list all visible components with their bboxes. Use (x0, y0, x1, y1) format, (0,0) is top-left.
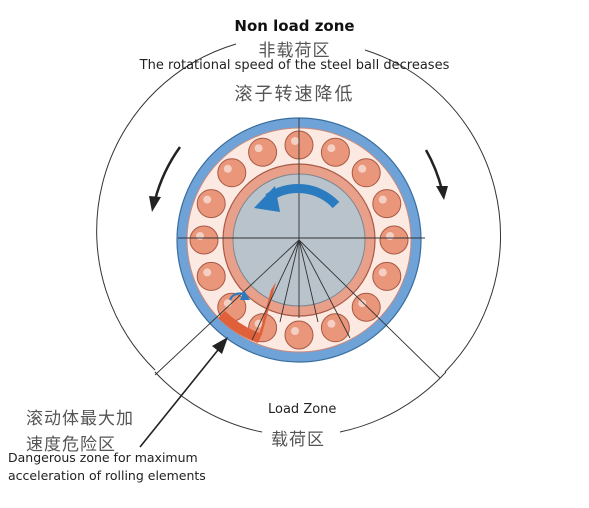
bottom-left-arc (154, 371, 263, 433)
bottom-right-arc (339, 371, 447, 433)
right-direction-arrow-shaft (424, 149, 444, 191)
load-zone-label: Load Zone (268, 402, 337, 417)
shaft-rotation-arrow (254, 184, 340, 212)
outer-direction-arcs (96, 43, 502, 433)
speed-decrease-label: The rotational speed of the steel ball d… (139, 58, 450, 73)
rolling-ball (351, 292, 381, 322)
speed-decrease-label-zh: 滚子转速降低 (234, 84, 355, 105)
rolling-ball-highlight (378, 195, 387, 204)
rolling-ball (320, 313, 350, 343)
danger-zone-label-line2: acceleration of rolling elements (8, 468, 206, 483)
load-line-right-inner (298, 239, 351, 339)
ball-spin-arrow (228, 290, 250, 301)
rolling-ball-highlight (291, 327, 299, 335)
load-zone-label-zh: 载荷区 (271, 430, 325, 450)
danger-pointer-arrow (139, 337, 228, 448)
rolling-ball (320, 137, 350, 167)
danger-zone-label-zh-line1: 滚动体最大加 (26, 409, 134, 429)
rolling-ball (372, 189, 402, 219)
left-direction-arrow-shaft (153, 146, 182, 201)
load-line-center-right (298, 239, 319, 323)
center-crosshair (178, 118, 425, 318)
danger-zone-label-line1: Dangerous zone for maximum (8, 450, 198, 465)
rotation-direction-arrows (149, 146, 448, 212)
rolling-ball (196, 189, 226, 219)
rolling-ball (351, 158, 381, 188)
rolling-ball (379, 225, 409, 255)
rolling-ball-highlight (223, 299, 232, 308)
rolling-ball-highlight (196, 232, 204, 240)
rolling-ball-highlight (203, 268, 212, 277)
danger-zone-side (257, 282, 276, 343)
rolling-ball-highlight (254, 144, 263, 153)
rolling-ball-highlight (386, 232, 394, 240)
right-outer-arc (364, 49, 502, 373)
rolling-ball (284, 320, 314, 350)
rolling-ball-highlight (327, 319, 336, 328)
right-direction-arrow-head (436, 186, 448, 200)
non-load-zone-title-zh: 非载荷区 (258, 41, 331, 61)
rolling-ball-highlight (378, 268, 387, 277)
ball-spin-arrow-head (240, 290, 250, 300)
load-line-right-outer (298, 239, 441, 379)
rolling-elements (189, 130, 409, 350)
rolling-ball-highlight (327, 144, 336, 153)
rolling-ball (372, 261, 402, 291)
danger-zone-strip (218, 311, 262, 343)
rolling-ball-highlight (358, 164, 367, 173)
rolling-ball (248, 137, 278, 167)
rolling-ball-highlight (291, 137, 299, 145)
rolling-ball-highlight (223, 164, 232, 173)
left-outer-arc (96, 43, 237, 371)
load-lines (154, 239, 441, 379)
shaft-rotation-arrow-head (254, 186, 280, 212)
danger-zone-label-zh-line2: 速度危险区 (26, 435, 116, 455)
load-line-left-outer (154, 239, 300, 376)
rolling-ball (217, 158, 247, 188)
left-direction-arrow-head (149, 196, 161, 212)
load-line-left-inner (251, 239, 300, 341)
danger-pointer-line (139, 344, 223, 448)
non-load-zone-title: Non load zone (234, 17, 355, 35)
rolling-ball-highlight (203, 195, 212, 204)
rolling-ball-highlight (358, 299, 367, 308)
rolling-ball (196, 261, 226, 291)
danger-pointer-head (212, 337, 228, 354)
rolling-ball (189, 225, 219, 255)
load-line-center-left (279, 239, 300, 323)
